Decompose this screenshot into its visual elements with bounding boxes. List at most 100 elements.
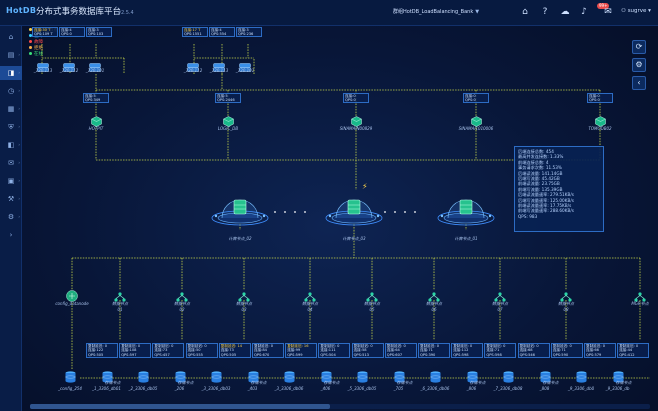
datanode-index: 02 — [179, 307, 185, 312]
info-row: 前端读流量速率: 17.75KB/s — [518, 203, 572, 209]
storage-db-icon[interactable] — [247, 368, 259, 383]
logic-db-label: TOMODB02 — [588, 126, 612, 131]
nav-tools[interactable]: ⚒› — [0, 192, 22, 206]
storage-db-icon[interactable] — [503, 368, 514, 383]
datanode-icon[interactable] — [560, 287, 572, 302]
server-icon[interactable] — [239, 57, 251, 72]
datanode-index: 04 — [307, 307, 313, 312]
config-datanode-icon[interactable] — [66, 287, 78, 302]
datanode-icon[interactable] — [428, 287, 440, 302]
stat-line: 复制延迟: 0 — [320, 344, 340, 348]
datanode-icon[interactable] — [238, 287, 250, 302]
storage-db-icon[interactable] — [284, 368, 295, 383]
nav-monitor[interactable]: ◷› — [0, 84, 22, 98]
datanode-icon[interactable] — [366, 287, 378, 302]
storage-db-icon[interactable] — [174, 368, 186, 383]
chevron-right-icon: › — [18, 70, 20, 75]
logic-db-icon[interactable] — [223, 112, 234, 127]
storage-role-label: 存储节点 — [323, 380, 340, 385]
datanode-label: 数据节点 — [492, 301, 508, 306]
storage-db-icon[interactable] — [466, 368, 478, 383]
datanode-icon[interactable] — [494, 287, 506, 302]
cloud-icon[interactable]: ☁ — [560, 7, 570, 17]
stat-line: 连接:64 — [386, 348, 400, 353]
datanode-icon[interactable] — [114, 287, 126, 302]
horizontal-scrollbar[interactable] — [30, 404, 650, 409]
chevron-down-icon: ▼ — [475, 9, 480, 15]
storage-db-icon[interactable] — [393, 368, 405, 383]
nav-security[interactable]: ⛨› — [0, 120, 22, 134]
logic-db-icon[interactable] — [471, 112, 482, 127]
stat-line: 连接:68 — [519, 348, 533, 353]
chevron-right-icon: › — [18, 214, 20, 219]
nav-settings[interactable]: ⚙› — [0, 210, 22, 224]
logic-db-icon[interactable] — [351, 112, 362, 127]
bell-icon[interactable]: ♪ — [581, 7, 587, 17]
server-icon[interactable] — [213, 57, 225, 72]
info-row: 后端写流量: 45.42GB — [518, 176, 560, 182]
storage-db-icon[interactable] — [211, 368, 222, 383]
back-button[interactable]: ‹ — [632, 76, 646, 90]
server-icon[interactable] — [187, 57, 199, 72]
compute-node-label: 计算节点_01 — [454, 236, 478, 241]
stat-line: 复制延迟: 0 — [121, 344, 141, 348]
legend-dot — [29, 46, 32, 49]
storage-db-icon[interactable] — [539, 368, 551, 383]
storage-db-icon[interactable] — [65, 368, 76, 383]
server-label: _120.101 — [235, 68, 255, 73]
cluster-selector[interactable]: 群组HotDB_LoadBalancing_Bank▼ — [393, 8, 479, 15]
datanode-icon[interactable] — [634, 287, 646, 302]
settings-gear-icon[interactable]: ⚙ — [632, 58, 646, 72]
nav-topology[interactable]: ◨› — [0, 66, 22, 80]
storage-db-icon[interactable] — [138, 368, 149, 383]
storage-db-label: _2_3306_db05 — [128, 386, 158, 391]
datanode-icon[interactable] — [304, 287, 316, 302]
compute-node[interactable] — [210, 180, 270, 234]
info-row: 事务请求次数: 11.53% — [518, 165, 562, 171]
nav-config[interactable]: ▦› — [0, 102, 22, 116]
compute-node[interactable] — [324, 180, 384, 234]
compute-node[interactable] — [436, 180, 496, 234]
sidebar-collapse-button[interactable]: › — [9, 231, 13, 239]
stat-line: 复制延迟: 0 — [552, 344, 572, 348]
server-icon[interactable] — [37, 57, 49, 72]
stat-line: 连接:66 — [586, 348, 599, 353]
storage-db-label: _6_3306_db06 — [420, 386, 450, 391]
storage-db-icon[interactable] — [101, 368, 113, 383]
datanode-icon[interactable] — [176, 287, 188, 302]
user-menu[interactable]: ⚇ sugrve ▾ — [621, 8, 651, 14]
storage-db-icon[interactable] — [576, 368, 587, 383]
info-row: 后端读流量: 141.14GB — [518, 170, 563, 176]
stat-qps: QPS:0 — [589, 98, 600, 103]
refresh-button[interactable]: ⟳ — [632, 40, 646, 54]
nav-report[interactable]: ▣› — [0, 174, 22, 188]
logic-db-icon[interactable] — [91, 112, 102, 127]
scrollbar-thumb[interactable] — [30, 404, 330, 409]
datanode-label: 数据节点 — [236, 301, 252, 306]
legend-item: 在线 — [29, 52, 58, 58]
storage-db-icon[interactable] — [612, 368, 624, 383]
nav-data[interactable]: ◧› — [0, 138, 22, 152]
nav-overview[interactable]: ▤› — [0, 48, 22, 62]
nav-home[interactable]: ⌂ — [8, 33, 14, 41]
stat-connections: 连接:17 T — [184, 28, 201, 32]
storage-db-icon[interactable] — [357, 368, 368, 383]
storage-db-icon[interactable] — [430, 368, 441, 383]
info-row: 前端连接总数: 4 — [518, 159, 549, 165]
server-icon[interactable] — [89, 57, 101, 72]
nav-mail[interactable]: ✉› — [0, 156, 22, 170]
server-icon[interactable] — [63, 57, 75, 72]
logic-db-icon[interactable] — [595, 112, 606, 127]
storage-role-label: 存储节点 — [396, 380, 413, 385]
stat-line: QPS:412 — [619, 352, 635, 357]
home-icon[interactable]: ⌂ — [522, 7, 528, 17]
storage-db-icon[interactable] — [320, 368, 332, 383]
help-icon[interactable]: ? — [542, 7, 548, 17]
message-icon[interactable]: ✉ — [604, 7, 612, 17]
